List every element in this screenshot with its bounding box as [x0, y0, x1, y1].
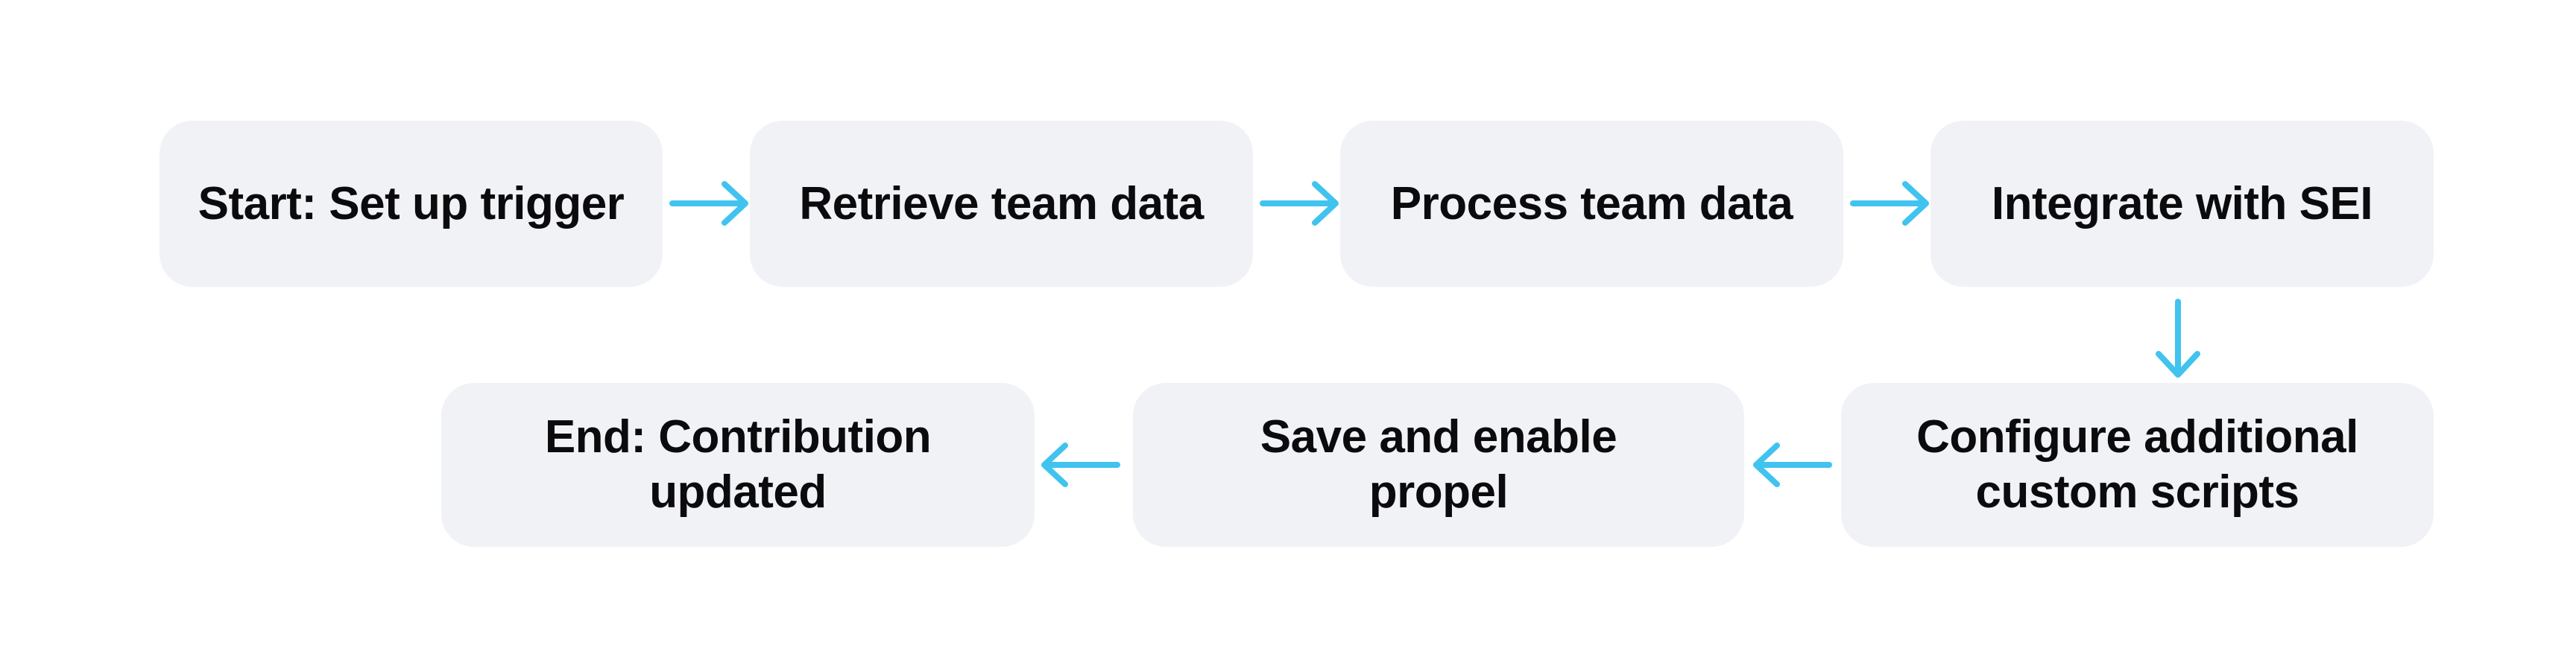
edge-save-to-end	[1038, 435, 1122, 498]
flow-node-end-label-line2: updated	[649, 466, 827, 518]
flow-node-configure-custom-scripts-label-line1: Configure additional	[1916, 411, 2358, 463]
flow-node-configure-custom-scripts: Configure additional custom scripts	[1841, 383, 2434, 547]
edge-integrate-to-configure	[2148, 297, 2208, 384]
flow-node-start-label: Start: Set up trigger	[198, 177, 625, 229]
arrow-right-icon	[1850, 181, 1929, 226]
flow-node-save-and-enable-propel: Save and enable propel	[1133, 383, 1744, 547]
flow-node-save-and-enable-propel-label-line1: Save and enable	[1260, 411, 1617, 463]
flow-node-retrieve-team-data-label: Retrieve team data	[799, 177, 1204, 229]
flow-node-end: End: Contribution updated	[441, 383, 1035, 547]
arrow-down-icon	[2156, 299, 2200, 378]
flow-node-integrate-with-sei: Integrate with SEI	[1931, 121, 2434, 287]
flow-node-start: Start: Set up trigger	[160, 121, 663, 287]
flow-node-save-and-enable-propel-label-line2: propel	[1368, 466, 1509, 518]
flow-node-retrieve-team-data: Retrieve team data	[750, 121, 1253, 287]
arrow-right-icon	[669, 181, 748, 226]
arrow-right-icon	[1260, 181, 1339, 226]
arrow-left-icon	[1041, 443, 1120, 487]
edge-retrieve-to-process	[1258, 174, 1342, 237]
edge-process-to-integrate	[1849, 174, 1932, 237]
edge-start-to-retrieve	[668, 174, 751, 237]
flow-node-configure-custom-scripts-label-line2: custom scripts	[1975, 466, 2299, 518]
flow-node-end-label-line1: End: Contribution	[544, 411, 932, 463]
flow-node-integrate-with-sei-label: Integrate with SEI	[1991, 177, 2373, 229]
arrow-left-icon	[1753, 443, 1832, 487]
flow-node-process-team-data: Process team data	[1340, 121, 1843, 287]
edge-configure-to-save	[1750, 435, 1834, 498]
flow-node-process-team-data-label: Process team data	[1390, 177, 1793, 229]
